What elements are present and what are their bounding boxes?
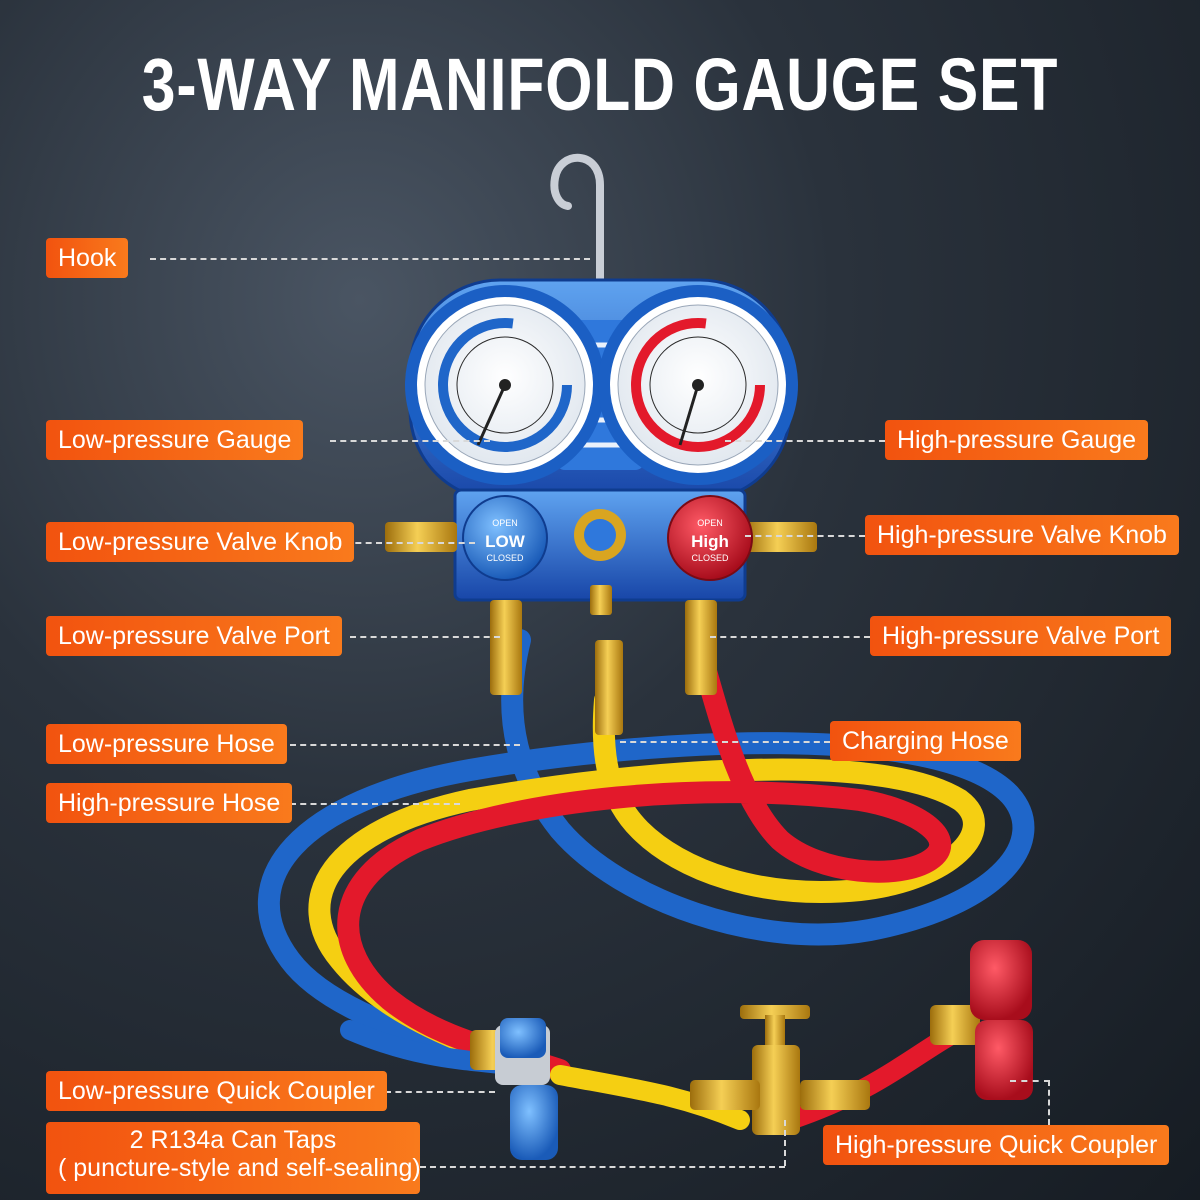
label-hook: Hook [46,238,129,278]
charging-hose-leader [620,741,830,743]
high-knob-graphic [667,495,753,581]
high-knob-leader [745,535,865,537]
high-knob-text: High [691,532,729,551]
high-hose-leader [290,803,460,805]
low-knob-text: LOW [485,532,526,551]
label-can-taps: 2 R134a Can Taps ( puncture-style and se… [46,1122,421,1194]
low-coupler-leader [385,1091,495,1093]
high-coupler-graphic [930,940,1033,1100]
low-knob-graphic [462,495,548,581]
label-low-knob: Low-pressure Valve Knob [46,522,355,562]
label-low-gauge: Low-pressure Gauge [46,420,304,460]
label-low-port: Low-pressure Valve Port [46,616,342,656]
hoses-graphic [257,629,1035,1081]
label-high-knob: High-pressure Valve Knob [865,515,1179,555]
low-knob-closed-text: CLOSED [486,553,524,563]
label-charging-hose: Charging Hose [830,721,1021,761]
low-pressure-gauge-graphic [405,285,605,485]
hook-leader [150,258,590,260]
high-port-leader [710,636,870,638]
can-tap-graphic [690,1005,870,1135]
high-gauge-leader [725,440,885,442]
low-hose-leader [290,744,520,746]
label-high-hose: High-pressure Hose [46,783,293,823]
label-high-gauge: High-pressure Gauge [885,420,1149,460]
label-low-coupler: Low-pressure Quick Coupler [46,1071,387,1111]
high-knob-closed-text: CLOSED [691,553,729,563]
hook-graphic [550,153,604,304]
valve-ports-graphic [490,585,717,735]
low-coupler-graphic [470,1018,558,1160]
high-pressure-gauge-graphic [598,285,798,485]
low-gauge-leader [330,440,490,442]
label-low-hose: Low-pressure Hose [46,724,287,764]
label-can-taps-line1: 2 R134a Can Taps [129,1126,337,1154]
label-can-taps-line2: ( puncture-style and self-sealing) [58,1154,421,1182]
high-knob-open-text: OPEN [697,518,723,528]
can-taps-leader [420,1166,785,1168]
page-title: 3-WAY MANIFOLD GAUGE SET [141,43,1059,126]
label-high-coupler: High-pressure Quick Coupler [823,1125,1170,1165]
can-taps-leader-vertical [784,1120,786,1166]
label-high-port: High-pressure Valve Port [870,616,1172,656]
high-coupler-leader-vertical [1048,1080,1050,1125]
low-knob-leader [345,542,475,544]
high-coupler-leader [1010,1080,1050,1082]
low-port-leader [350,636,500,638]
low-knob-open-text: OPEN [492,518,518,528]
